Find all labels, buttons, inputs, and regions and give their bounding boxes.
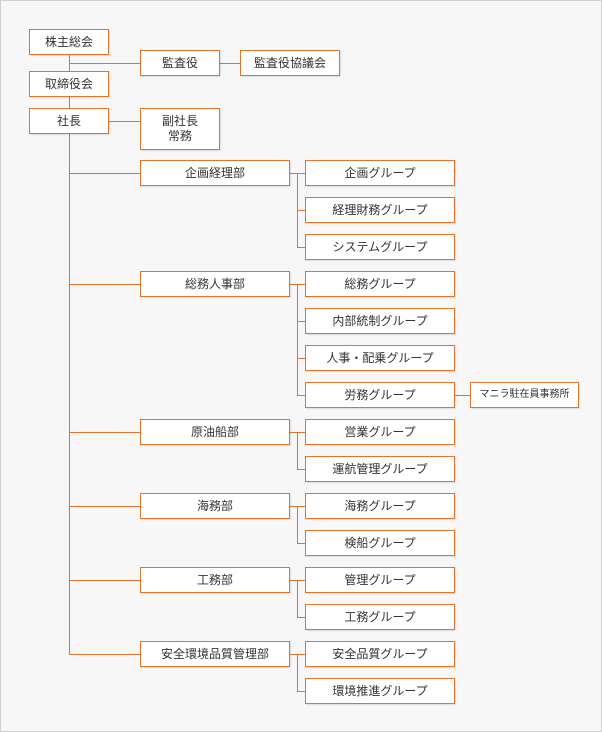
- department-box: 安全環境品質管理部: [140, 641, 290, 667]
- department-box: 工務部: [140, 567, 290, 593]
- manila-office-box: マニラ駐在員事務所: [470, 382, 579, 408]
- connector-d3-g2: [297, 469, 306, 470]
- connector-dept-2: [69, 284, 140, 285]
- group-box: 内部統制グループ: [305, 308, 455, 334]
- connector-dept-6: [69, 654, 140, 655]
- group-box: システムグループ: [305, 234, 455, 260]
- connector-d1-g1: [297, 173, 306, 174]
- shareholders-meeting-box: 株主総会: [29, 29, 109, 55]
- connector-d6-out: [289, 654, 298, 655]
- connector-d2-out: [289, 284, 298, 285]
- connector-d2-g2: [297, 321, 306, 322]
- connector-d2-g3: [297, 358, 306, 359]
- connector-d3-g1: [297, 432, 306, 433]
- board-of-directors-box: 取締役会: [29, 71, 109, 97]
- connector-d6-g2: [297, 691, 306, 692]
- connector-d4-out: [289, 506, 298, 507]
- connector-d5-g1: [297, 580, 306, 581]
- connector-d2-g4: [297, 395, 306, 396]
- group-box: 運航管理グループ: [305, 456, 455, 482]
- group-box: 環境推進グループ: [305, 678, 455, 704]
- department-box: 海務部: [140, 493, 290, 519]
- connector-d2-bracket: [297, 284, 298, 395]
- connector-d1-out: [289, 173, 298, 174]
- connector-to-vp: [109, 121, 140, 122]
- group-box: 労務グループ: [305, 382, 455, 408]
- connector-dept-5: [69, 580, 140, 581]
- department-box: 総務人事部: [140, 271, 290, 297]
- connector-d5-bracket: [297, 580, 298, 617]
- group-box: 営業グループ: [305, 419, 455, 445]
- connector-d5-g2: [297, 617, 306, 618]
- auditor-box: 監査役: [140, 50, 220, 76]
- group-box: 海務グループ: [305, 493, 455, 519]
- connector-d3-bracket: [297, 432, 298, 469]
- department-box: 企画経理部: [140, 160, 290, 186]
- group-box: 検船グループ: [305, 530, 455, 556]
- connector-dept-1: [69, 173, 140, 174]
- connector-d1-g3: [297, 247, 306, 248]
- connector-d4-g1: [297, 506, 306, 507]
- group-box: 企画グループ: [305, 160, 455, 186]
- department-box: 原油船部: [140, 419, 290, 445]
- connector-auditor-council: [219, 63, 240, 64]
- vice-president-label: 副社長: [161, 114, 198, 128]
- connector-d5-out: [289, 580, 298, 581]
- group-box: 人事・配乗グループ: [305, 345, 455, 371]
- connector-to-auditor: [69, 63, 140, 64]
- connector-d2-g1: [297, 284, 306, 285]
- connector-d4-bracket: [297, 506, 298, 543]
- connector-d3-out: [289, 432, 298, 433]
- group-box: 安全品質グループ: [305, 641, 455, 667]
- vice-president-box: 副社長 常務: [140, 108, 220, 150]
- connector-board-president: [69, 97, 70, 109]
- auditor-council-box: 監査役協議会: [240, 50, 340, 76]
- group-box: 工務グループ: [305, 604, 455, 630]
- connector-main-spine: [69, 134, 70, 654]
- group-box: 管理グループ: [305, 567, 455, 593]
- president-box: 社長: [29, 108, 109, 134]
- connector-d4-g2: [297, 543, 306, 544]
- connector-d1-g2: [297, 210, 306, 211]
- connector-manila: [454, 395, 471, 396]
- connector-dept-3: [69, 432, 140, 433]
- connector-dept-4: [69, 506, 140, 507]
- managing-director-label: 常務: [167, 129, 192, 143]
- connector-d6-g1: [297, 654, 306, 655]
- connector-d6-bracket: [297, 654, 298, 691]
- group-box: 総務グループ: [305, 271, 455, 297]
- group-box: 経理財務グループ: [305, 197, 455, 223]
